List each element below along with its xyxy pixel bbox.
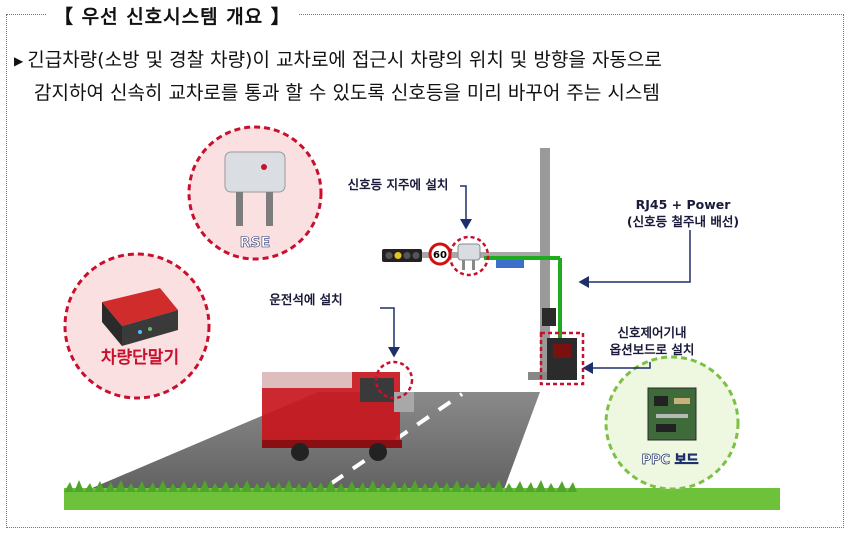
pedestrian-signal [542,308,556,326]
controller-line-1: 신호제어기내 [617,325,687,340]
terminal-install-callout: 운전석에 설치 [269,292,343,307]
rse-mounted-device [448,235,490,277]
grass [64,480,780,510]
system-description: ▶긴급차량(소방 및 경찰 차량)이 교차로에 접근시 차량의 위치 및 방향을… [14,44,840,109]
speed-limit-value: 60 [433,250,447,261]
triangle-right-icon: ▶ [14,53,24,68]
road-lane-markings [308,392,464,500]
overview-frame [6,14,844,528]
traffic-light [382,249,422,262]
dashboard-marker [374,360,414,400]
power-callout: RJ45 + Power (신호등 철주내 배선) [598,196,768,230]
description-line-2: 감지하여 신속히 교차로를 통과 할 수 있도록 신호등을 미리 바꾸어 주는 … [34,81,660,104]
vehicle-terminal-label: 차량단말기 [101,347,179,368]
page-title: 【 우선 신호시스템 개요 】 [46,2,299,29]
connector-arrows [380,185,691,374]
rse-label: RSE [240,235,270,251]
controller-line-2: 옵션보드로 설치 [609,342,695,357]
speed-limit-sign: 60 [428,242,452,266]
vehicle-terminal-callout: 차량단말기 [63,252,211,400]
fire-truck [262,372,414,461]
power-line-2: (신호등 철주내 배선) [626,214,740,229]
signal-controller-cabinet [539,331,585,386]
rse-install-callout: 신호등 지주에 설치 [347,177,449,192]
description-line-1: ▶긴급차량(소방 및 경찰 차량)이 교차로에 접근시 차량의 위치 및 방향을… [14,49,662,71]
controller-callout: 신호제어기내 옵션보드로 설치 [590,324,714,358]
ppc-board-label: PPC 보드 [641,453,698,468]
power-line-1: RJ45 + Power [635,197,731,212]
rse-callout: RSE [187,125,323,261]
ppc-board-callout: PPC 보드 [604,355,740,491]
